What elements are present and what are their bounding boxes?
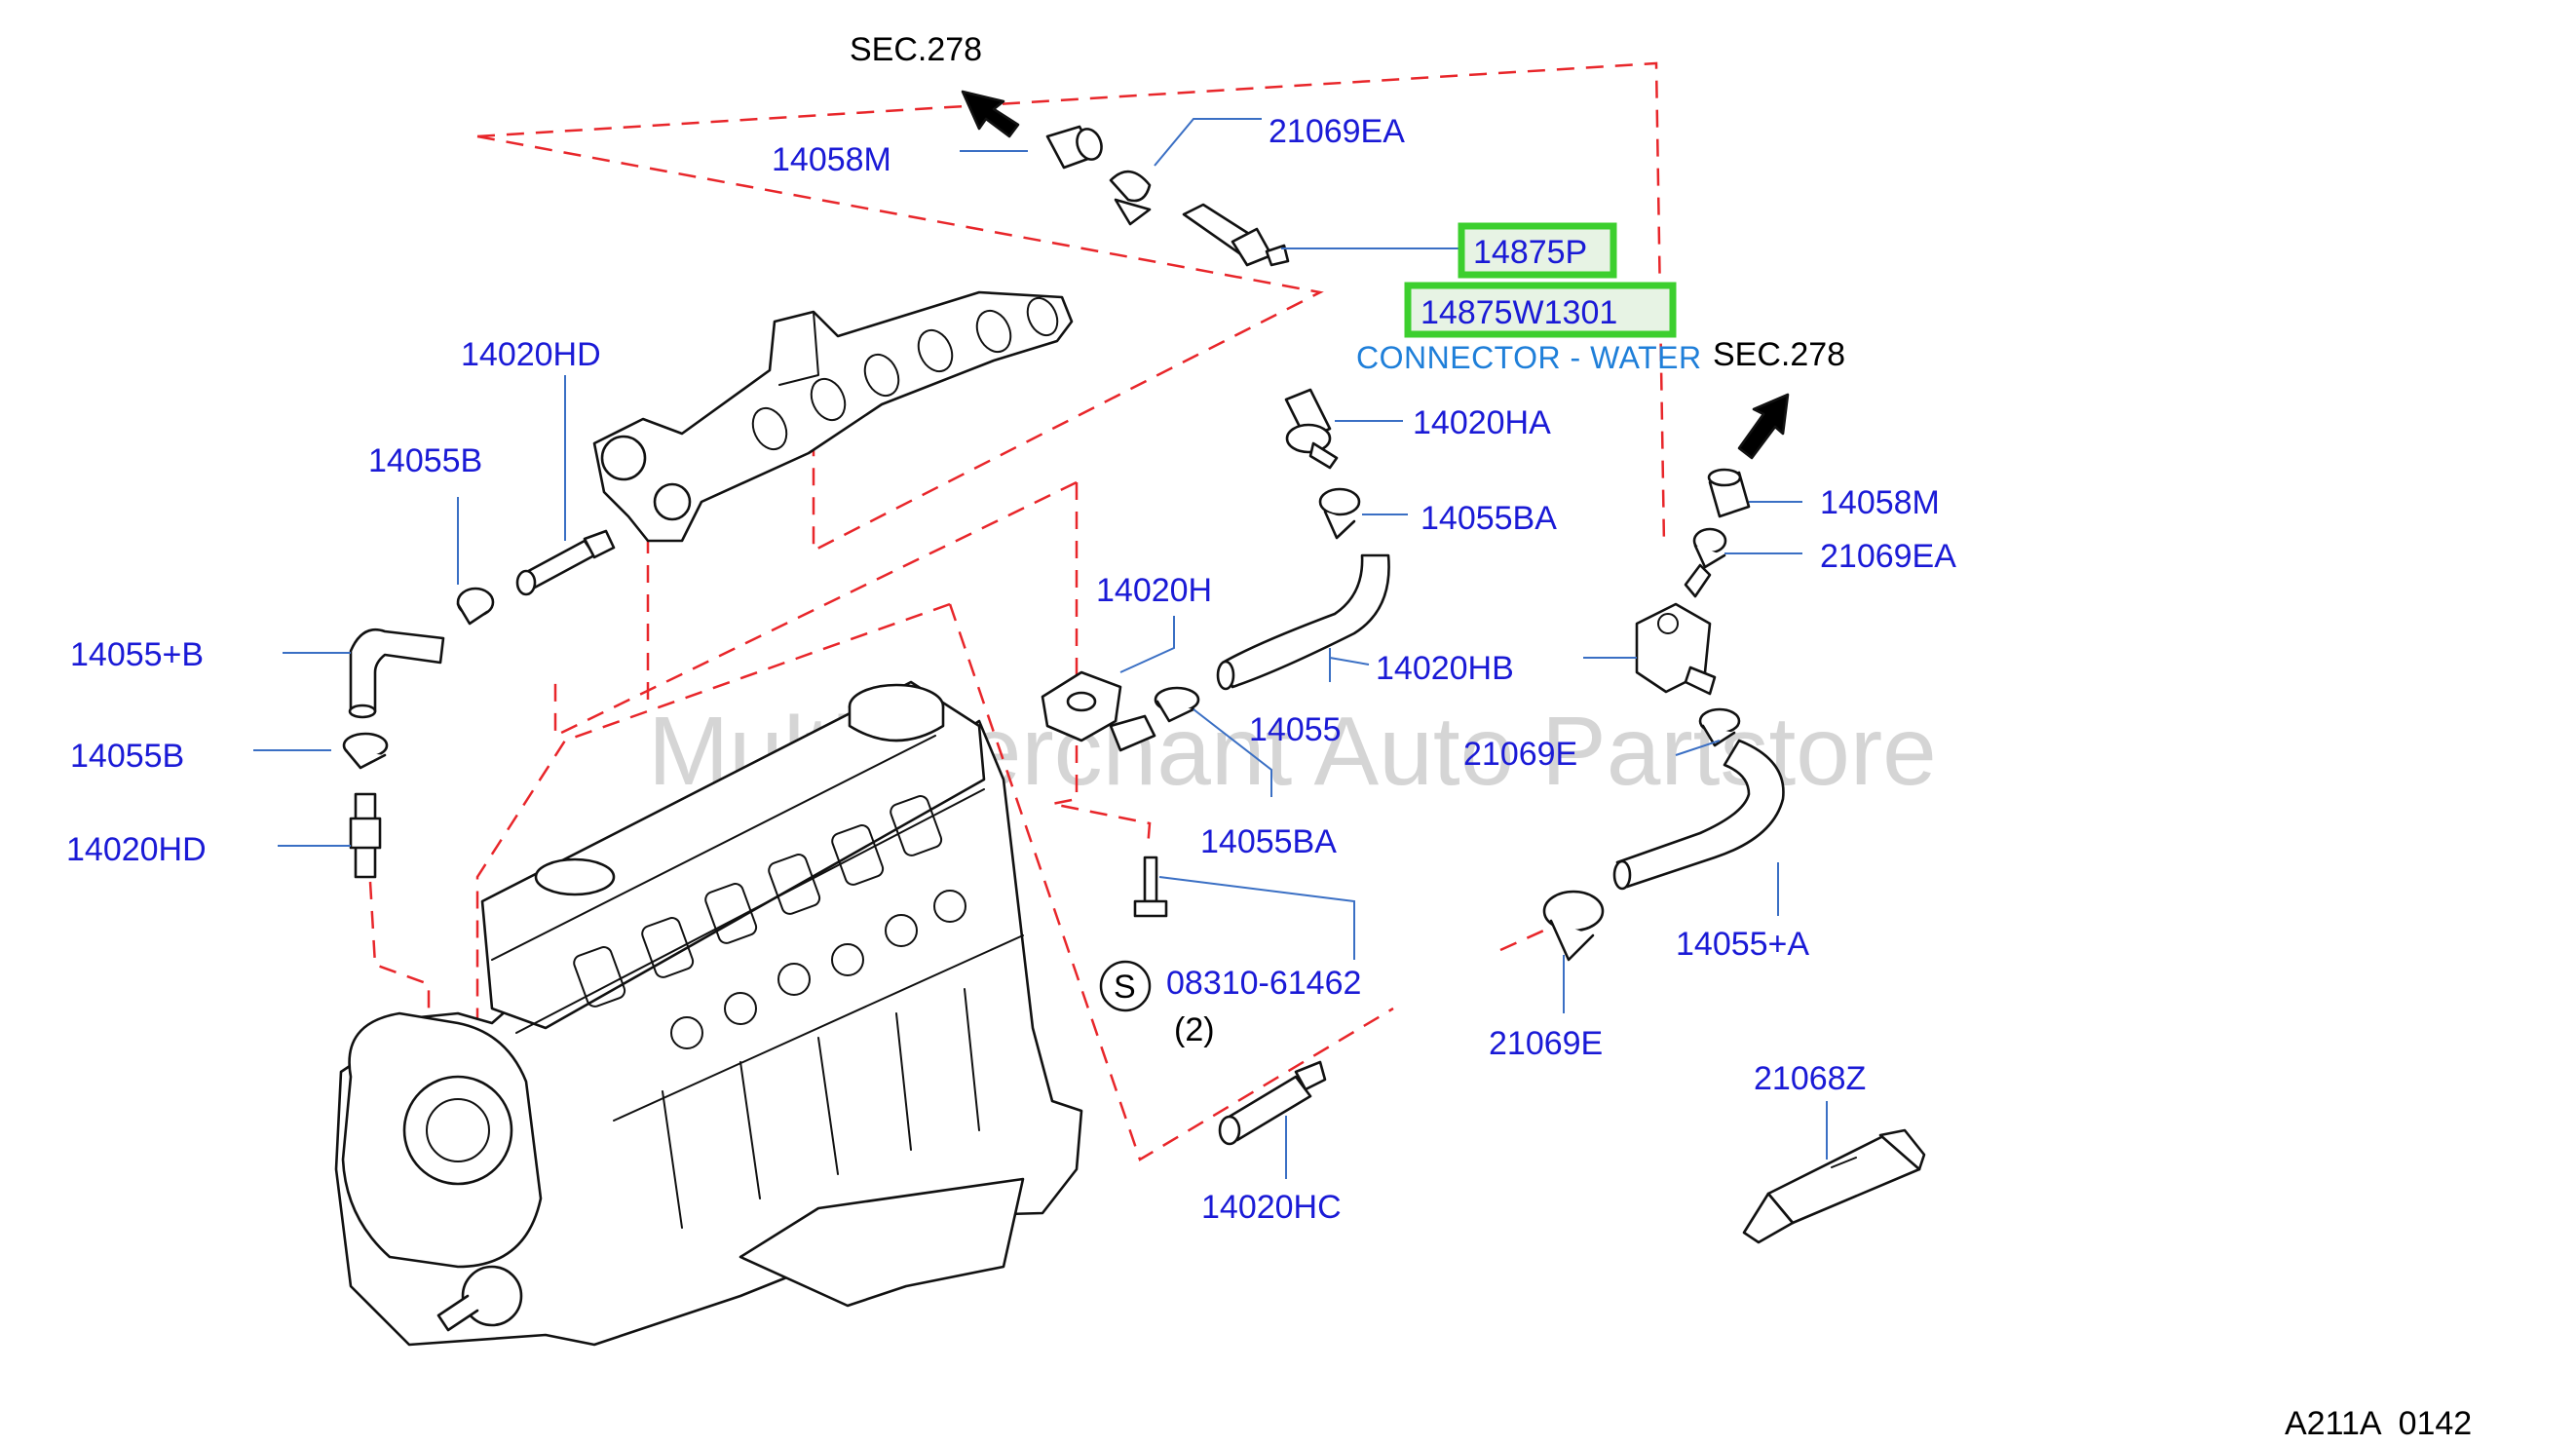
part-clamp-14055b-low-illustration xyxy=(342,732,389,770)
phantom-line-manifold xyxy=(476,134,1324,553)
part-label-14020hc[interactable]: 14020HC xyxy=(1201,1189,1342,1226)
part-label-14055ba-low[interactable]: 14055BA xyxy=(1200,823,1337,860)
highlight-box-14875w1301 xyxy=(1404,282,1677,338)
part-clamp-14055ba-top-illustration xyxy=(1318,487,1361,540)
part-label-14020hd-low[interactable]: 14020HD xyxy=(66,831,207,868)
part-clamp-14055ba-low-illustration xyxy=(1154,686,1200,723)
part-14058m-right-illustration xyxy=(1707,468,1751,518)
part-clamp-21069e-mid-illustration xyxy=(1698,707,1741,747)
highlight-box-14875p xyxy=(1458,222,1617,279)
part-quantity-08310: (2) xyxy=(1174,1011,1215,1048)
part-description-14875w1301: CONNECTOR - WATER xyxy=(1356,340,1702,375)
screw-symbol-icon: S xyxy=(1099,960,1152,1012)
sec-278-top-link[interactable]: SEC.278 xyxy=(850,31,982,68)
part-label-14055pb[interactable]: 14055+B xyxy=(70,636,204,673)
part-clamp-21069ea-right-illustration xyxy=(1692,527,1727,569)
part-hose-14055pa-illustration xyxy=(1612,739,1785,891)
part-label-14020hb[interactable]: 14020HB xyxy=(1376,650,1514,687)
part-label-14020hd-top[interactable]: 14020HD xyxy=(461,336,601,373)
part-label-21069ea-right[interactable]: 21069EA xyxy=(1820,538,1956,575)
phantom-box-lower xyxy=(475,602,951,1091)
part-label-14058m-right[interactable]: 14058M xyxy=(1820,484,1940,521)
part-bolt-08310-illustration xyxy=(1133,856,1168,918)
part-label-08310-61462[interactable]: 08310-61462 xyxy=(1166,965,1361,1002)
part-clamp-21069e-low-illustration xyxy=(1542,890,1605,962)
part-hose-14055pb-illustration xyxy=(348,628,445,719)
part-clamp-21069ea-top-illustration xyxy=(1109,170,1152,226)
part-label-14055[interactable]: 14055 xyxy=(1249,711,1342,748)
part-nipple-14020hd-low-illustration xyxy=(349,792,382,879)
screw-symbol-letter: S xyxy=(1114,969,1136,1006)
part-outlet-14020h-illustration xyxy=(1041,670,1156,752)
arrow-right-icon xyxy=(1737,393,1790,460)
part-connector-14020ha-illustration xyxy=(1284,388,1339,470)
part-label-14020ha[interactable]: 14020HA xyxy=(1413,404,1551,441)
part-label-21068z[interactable]: 21068Z xyxy=(1754,1060,1866,1097)
phantom-line-bottom xyxy=(948,603,1394,1161)
engine-block-illustration xyxy=(334,680,1083,1347)
phantom-box-upper xyxy=(476,61,1666,547)
part-nipple-14020hd-top-illustration xyxy=(515,529,616,596)
part-label-21069ea-top[interactable]: 21069EA xyxy=(1269,113,1405,150)
part-water-connector-housing-illustration xyxy=(1635,563,1717,696)
part-nipple-14020hc-illustration xyxy=(1218,1060,1327,1146)
exhaust-manifold-illustration xyxy=(592,290,1074,543)
part-sealant-tube-21068z-illustration xyxy=(1742,1128,1926,1244)
arrow-top-icon xyxy=(961,90,1020,138)
part-label-14055b-low[interactable]: 14055B xyxy=(70,738,184,775)
part-hose-14020hb-illustration xyxy=(1216,553,1390,691)
part-label-14055pa[interactable]: 14055+A xyxy=(1676,926,1809,963)
part-label-21069e-low[interactable]: 21069E xyxy=(1489,1025,1603,1062)
part-label-14055ba-top[interactable]: 14055BA xyxy=(1421,500,1557,537)
part-label-14875p[interactable]: 14875P xyxy=(1473,234,1587,271)
sec-278-right-link[interactable]: SEC.278 xyxy=(1713,336,1845,373)
leader-lines xyxy=(253,118,1828,1179)
part-label-14058m-top[interactable]: 14058M xyxy=(772,141,891,178)
part-14058m-top-illustration xyxy=(1045,125,1103,170)
phantom-line-center xyxy=(553,480,1078,738)
part-label-21069e-mid[interactable]: 21069E xyxy=(1463,736,1577,773)
part-label-14055b-top[interactable]: 14055B xyxy=(368,442,482,479)
part-clamp-14055b-top-illustration xyxy=(456,587,495,626)
phantom-line-left xyxy=(368,881,431,1013)
part-connector-14875p-illustration xyxy=(1182,203,1290,267)
part-label-14020h[interactable]: 14020H xyxy=(1096,572,1212,609)
diagram-code: A211A 0142 xyxy=(2285,1405,2472,1442)
part-label-14875w1301[interactable]: 14875W1301 xyxy=(1421,294,1617,331)
